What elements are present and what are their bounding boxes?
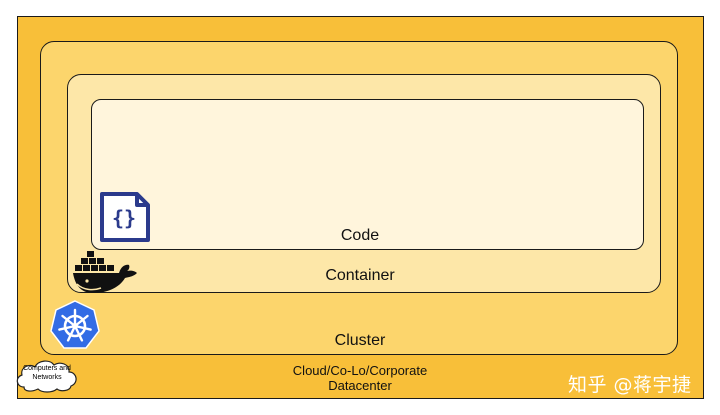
code-layer bbox=[91, 99, 644, 250]
kubernetes-icon bbox=[50, 300, 100, 349]
docker-whale-icon bbox=[73, 251, 137, 293]
svg-text:{}: {} bbox=[112, 206, 136, 230]
datacenter-label-line2: Datacenter bbox=[328, 378, 392, 393]
datacenter-label-line1: Cloud/Co-Lo/Corporate bbox=[292, 363, 428, 378]
cloud-icon bbox=[16, 360, 77, 393]
cluster-label: Cluster bbox=[334, 332, 386, 349]
code-file-icon: {} bbox=[100, 192, 150, 242]
cloud-label: Computers and Networks bbox=[23, 365, 71, 381]
watermark: 知乎 @蒋宇捷 bbox=[568, 374, 692, 396]
datacenter-label: Cloud/Co-Lo/Corporate Datacenter bbox=[260, 363, 460, 393]
code-label: Code bbox=[340, 227, 380, 244]
container-label: Container bbox=[325, 267, 395, 284]
